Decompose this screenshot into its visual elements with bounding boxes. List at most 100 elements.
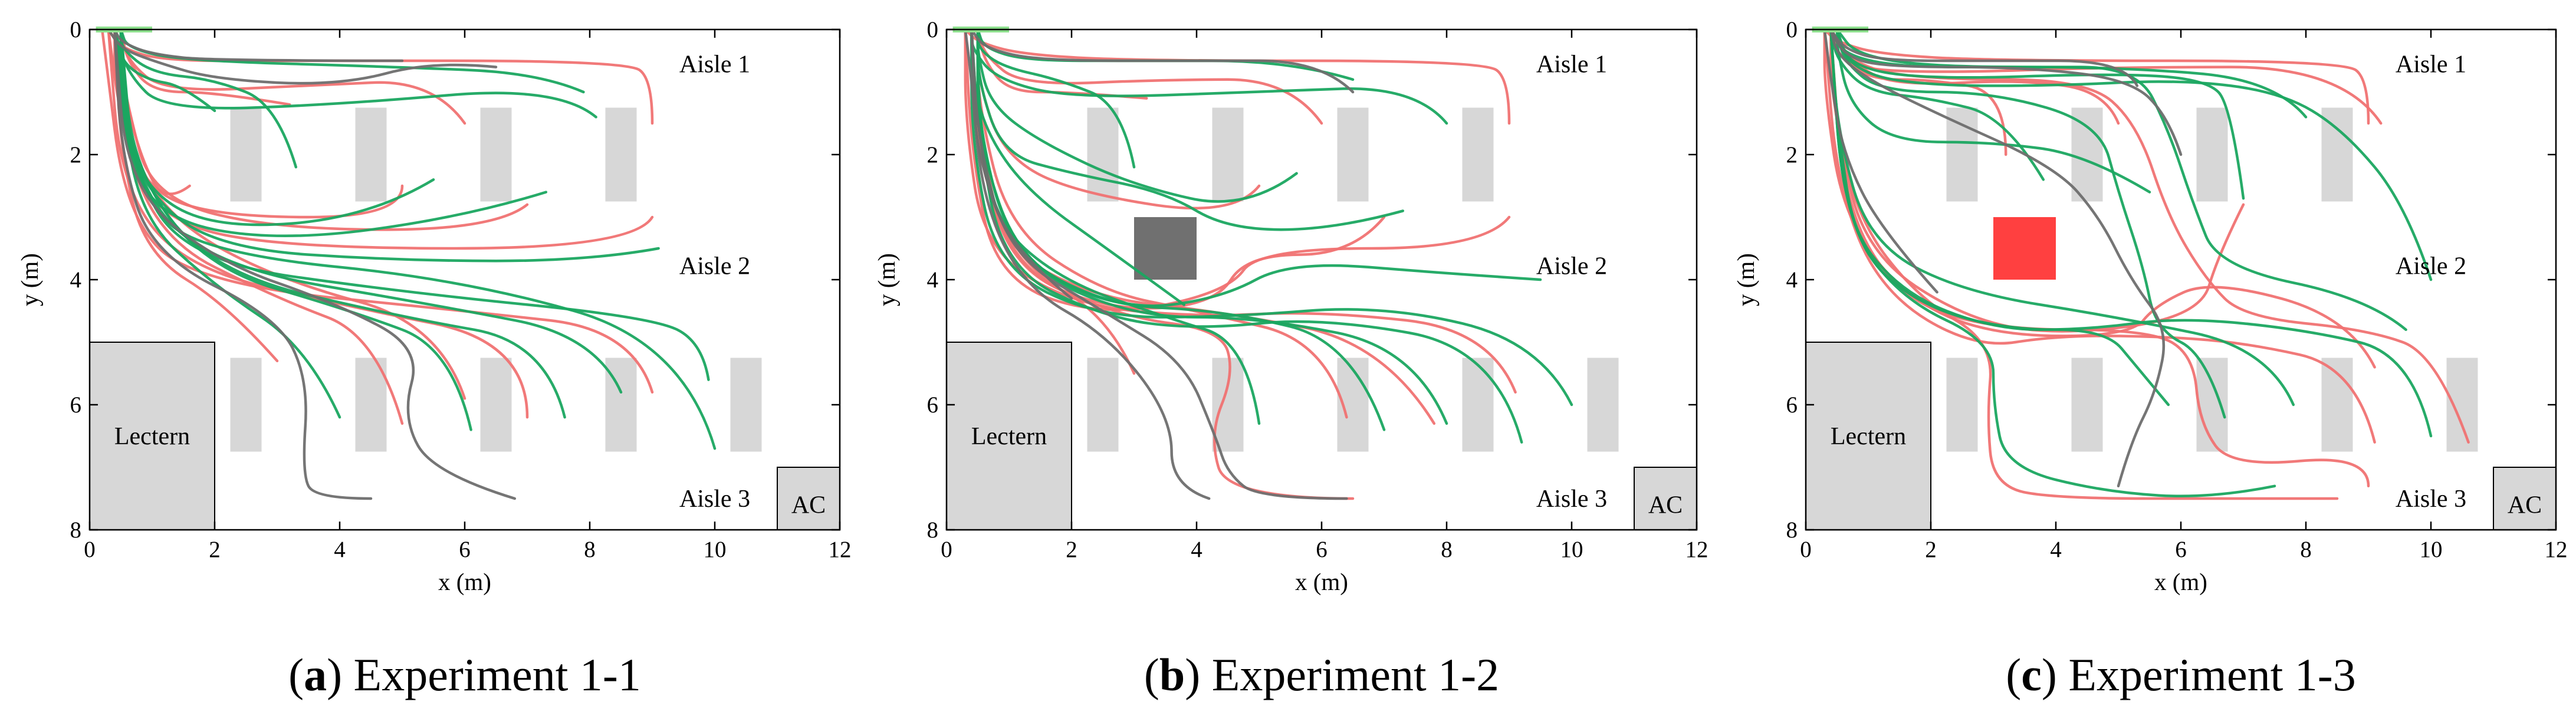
ac-box bbox=[1634, 467, 1697, 530]
trajectory-green bbox=[119, 28, 435, 227]
caption-open-paren: ( bbox=[1144, 649, 1159, 700]
y-tick-label: 6 bbox=[70, 392, 82, 418]
x-tick-label: 12 bbox=[1685, 537, 1708, 562]
caption-open-paren: ( bbox=[2006, 649, 2021, 700]
x-tick-label: 8 bbox=[2300, 537, 2312, 562]
label-aisle-1: Aisle 1 bbox=[679, 51, 750, 78]
panels: 0 2 4 6 8 10 12 0 2 4 6 8 x (m) y (m) Aisle 1 Aisle 2 Ai… bbox=[16, 17, 2568, 700]
x-axis-title: x (m) bbox=[438, 568, 491, 595]
trajectory-red bbox=[113, 28, 529, 231]
y-axis-title: y (m) bbox=[1732, 253, 1759, 306]
y-tick-label: 0 bbox=[927, 17, 939, 42]
x-tick-label: 4 bbox=[2050, 537, 2062, 562]
y-tick-label: 8 bbox=[927, 517, 939, 543]
caption-text: ) Experiment 1-3 bbox=[2042, 649, 2356, 700]
x-tick-label: 2 bbox=[1066, 537, 1077, 562]
desk-4 bbox=[2321, 107, 2353, 202]
x-axis-title: x (m) bbox=[2154, 568, 2207, 595]
desk-6 bbox=[355, 358, 387, 452]
desk-4 bbox=[605, 107, 637, 202]
desk-3 bbox=[2196, 107, 2228, 202]
desk-9 bbox=[2446, 358, 2478, 452]
trajectory-green bbox=[1829, 28, 2276, 498]
ac-box bbox=[777, 467, 840, 530]
trajectory-green bbox=[1829, 28, 2433, 281]
label-aisle-3: Aisle 3 bbox=[1536, 486, 1607, 513]
x-tick-label: 4 bbox=[334, 537, 346, 562]
label-ac: AC bbox=[2508, 492, 2542, 519]
label-ac: AC bbox=[1648, 492, 1683, 519]
trajectory-gray bbox=[970, 28, 1355, 94]
y-tick-label: 4 bbox=[70, 267, 82, 293]
trajectory-green bbox=[976, 28, 1136, 169]
lectern-box bbox=[1805, 342, 1931, 530]
trajectory-gray bbox=[107, 28, 498, 85]
trajectory-green bbox=[1829, 28, 2045, 181]
trajectory-red bbox=[1829, 28, 2339, 500]
desk-1 bbox=[1087, 107, 1119, 202]
x-tick-label: 8 bbox=[584, 537, 596, 562]
label-aisle-1: Aisle 1 bbox=[1536, 51, 1607, 78]
trajectory-green bbox=[1829, 28, 2295, 407]
trajectory-gray bbox=[113, 28, 373, 500]
desk-6 bbox=[1212, 358, 1244, 452]
trajectory-gray bbox=[964, 28, 1073, 300]
label-aisle-2: Aisle 2 bbox=[679, 253, 750, 280]
trajectory-gray bbox=[1829, 28, 2139, 87]
desk-1 bbox=[230, 107, 262, 202]
label-lectern: Lectern bbox=[971, 423, 1047, 450]
label-aisle-2: Aisle 2 bbox=[2396, 253, 2466, 280]
y-tick-label: 8 bbox=[1786, 517, 1798, 543]
trajectory-green bbox=[119, 28, 298, 169]
trajectory-green bbox=[1829, 28, 2170, 407]
desk-3 bbox=[480, 107, 512, 202]
trajectory-red bbox=[1829, 28, 2370, 488]
desk-8 bbox=[1462, 358, 1494, 452]
desk-7 bbox=[2196, 358, 2228, 452]
trajectory-green bbox=[1835, 28, 2151, 194]
trajectory-green bbox=[119, 28, 548, 238]
y-tick-label: 2 bbox=[927, 142, 939, 168]
desk-9 bbox=[730, 358, 762, 452]
trajectory-gray bbox=[113, 28, 517, 500]
desk-2 bbox=[355, 107, 387, 202]
x-tick-label: 0 bbox=[1800, 537, 1812, 562]
caption-open-paren: ( bbox=[288, 649, 304, 700]
trajectory-red bbox=[976, 28, 1323, 125]
obstacle-block bbox=[1134, 217, 1197, 280]
y-tick-label: 6 bbox=[1786, 392, 1798, 418]
desk-5 bbox=[1946, 358, 1978, 452]
x-axis-title: x (m) bbox=[1295, 568, 1348, 595]
desk-5 bbox=[1087, 358, 1119, 452]
x-tick-label: 4 bbox=[1191, 537, 1202, 562]
trajectory-green bbox=[976, 28, 1261, 425]
trajectory-red bbox=[119, 28, 466, 125]
x-tick-label: 0 bbox=[84, 537, 96, 562]
x-tick-label: 10 bbox=[1560, 537, 1583, 562]
label-ac: AC bbox=[791, 492, 826, 519]
caption-text: ) Experiment 1-2 bbox=[1185, 649, 1499, 700]
trajectory-red bbox=[100, 28, 654, 394]
desk-9 bbox=[1587, 358, 1619, 452]
label-aisle-2: Aisle 2 bbox=[1536, 253, 1607, 280]
x-tick-label: 10 bbox=[2420, 537, 2443, 562]
trajectory-green bbox=[970, 28, 1448, 125]
trajectory-gray bbox=[970, 28, 1211, 500]
label-lectern: Lectern bbox=[1831, 423, 1906, 450]
y-tick-label: 4 bbox=[1786, 267, 1798, 293]
label-aisle-3: Aisle 3 bbox=[679, 486, 750, 513]
x-tick-label: 12 bbox=[2545, 537, 2568, 562]
x-tick-label: 6 bbox=[2175, 537, 2187, 562]
trajectory-green bbox=[976, 28, 1298, 203]
x-tick-label: 8 bbox=[1441, 537, 1453, 562]
desk-6 bbox=[2071, 358, 2103, 452]
trajectory-red bbox=[1823, 28, 2376, 444]
panel-caption: (b) Experiment 1-2 bbox=[1144, 649, 1499, 700]
x-tick-label: 6 bbox=[459, 537, 471, 562]
y-tick-label: 2 bbox=[1786, 142, 1798, 168]
desk-1 bbox=[1946, 107, 1978, 202]
label-aisle-1: Aisle 1 bbox=[2396, 51, 2466, 78]
